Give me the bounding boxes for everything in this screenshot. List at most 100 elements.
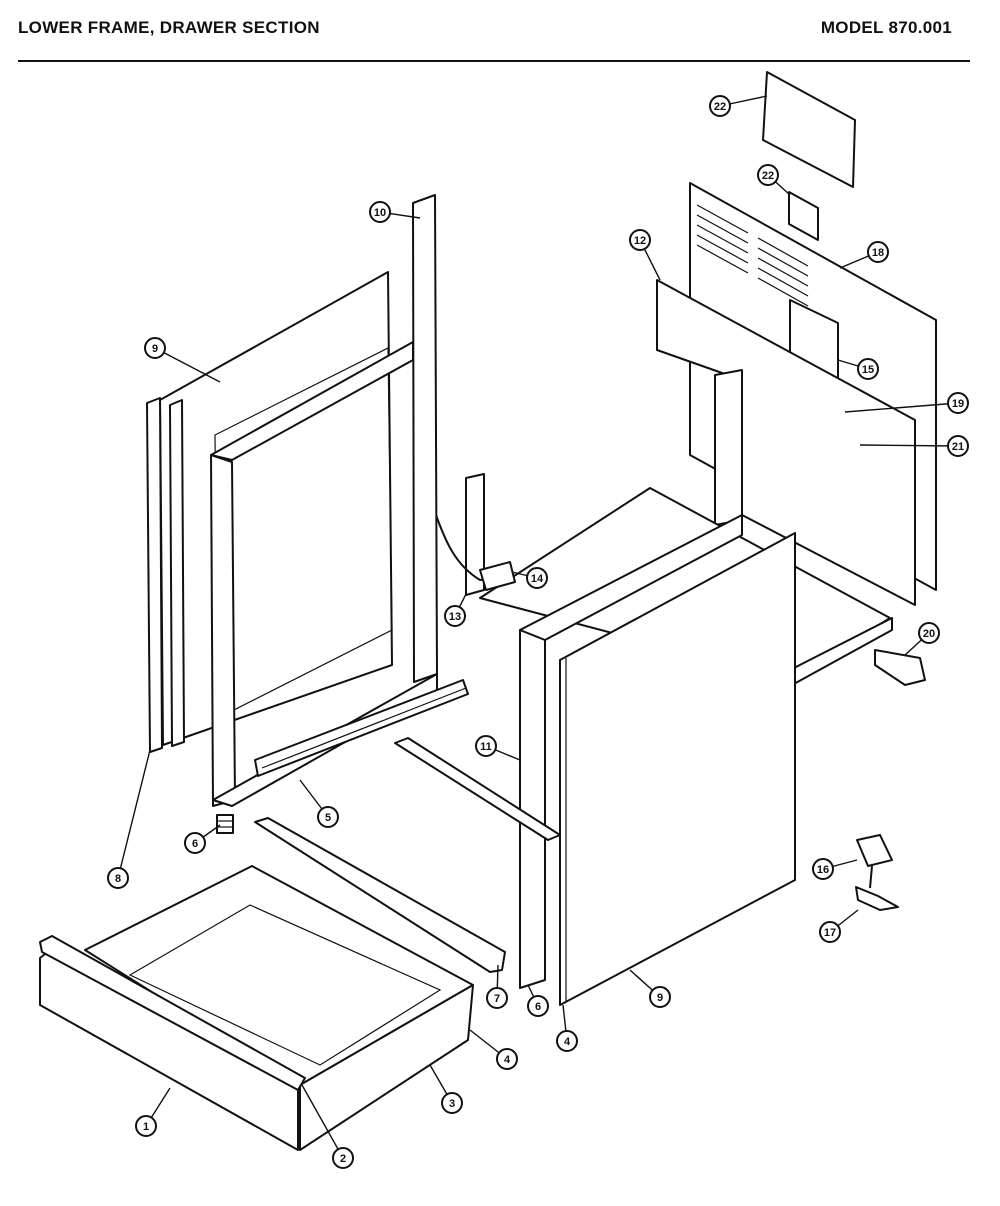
- left-rear-channel-inner: [169, 399, 185, 747]
- callout-c14: 14: [511, 567, 548, 589]
- callout-c18: 18: [839, 241, 889, 269]
- callout-number: 15: [862, 364, 874, 376]
- drawer-rail-front: [254, 817, 506, 973]
- leveling-bracket: [874, 649, 926, 686]
- callout-c3: 3: [429, 1064, 463, 1114]
- callout-c17: 17: [819, 909, 859, 943]
- callout-c9b: 9: [629, 969, 671, 1008]
- callout-number: 6: [535, 1001, 541, 1013]
- callout-number: 13: [449, 611, 461, 623]
- callout-number: 21: [952, 441, 964, 453]
- rating-plate: [762, 71, 856, 188]
- callout-c15: 15: [837, 358, 879, 380]
- callout-c5: 5: [299, 779, 339, 828]
- left-rear-channel: [146, 397, 163, 753]
- callout-circle: [709, 95, 731, 117]
- leveling-leg: [216, 814, 234, 834]
- callout-circle: [184, 832, 206, 854]
- callout-number: 19: [952, 398, 964, 410]
- callout-circle: [526, 567, 548, 589]
- callout-number: 2: [340, 1153, 346, 1165]
- callout-number: 8: [115, 873, 121, 885]
- drawer-assembly: [39, 865, 474, 1151]
- drawer-slide-left: [254, 679, 469, 777]
- callout-number: 10: [374, 207, 386, 219]
- callout-circle: [441, 1092, 463, 1114]
- callout-number: 11: [480, 741, 492, 753]
- callout-number: 1: [143, 1121, 149, 1133]
- callout-circle: [135, 1115, 157, 1137]
- callout-number: 18: [872, 247, 884, 259]
- callout-c6b: 6: [527, 984, 549, 1017]
- callout-c22b: 22: [757, 164, 791, 196]
- callout-number: 16: [817, 864, 829, 876]
- callout-circle: [649, 986, 671, 1008]
- callout-c9a: 9: [144, 337, 221, 383]
- callout-circle: [496, 1048, 518, 1070]
- callout-c13: 13: [444, 593, 467, 627]
- callout-circle: [857, 358, 879, 380]
- callout-c4b: 4: [556, 1004, 578, 1052]
- callout-circle: [556, 1030, 578, 1052]
- callout-circle: [486, 987, 508, 1009]
- right-front-post: [519, 514, 743, 1005]
- callout-circle: [444, 605, 466, 627]
- callout-circle: [629, 229, 651, 251]
- callout-c2: 2: [301, 1084, 354, 1169]
- callout-circle: [317, 806, 339, 828]
- callout-c10: 10: [369, 201, 421, 223]
- callout-c22a: 22: [709, 95, 768, 117]
- callout-number: 22: [762, 170, 774, 182]
- model-number: MODEL 870.001: [820, 18, 952, 37]
- callout-number: 22: [714, 101, 726, 113]
- callout-circle: [144, 337, 166, 359]
- callout-circle: [947, 392, 969, 414]
- callout-circle: [527, 995, 549, 1017]
- diagram-title: LOWER FRAME, DRAWER SECTION: [18, 18, 320, 37]
- callout-circle: [107, 867, 129, 889]
- callout-number: 17: [824, 927, 836, 939]
- callout-leader: [154, 347, 221, 383]
- callout-number: 9: [657, 992, 663, 1004]
- rating-label: [788, 191, 819, 241]
- callout-number: 14: [531, 573, 544, 585]
- callout-number: 12: [634, 235, 646, 247]
- callout-c7: 7: [486, 964, 508, 1009]
- callout-leader: [859, 444, 959, 447]
- callout-circle: [332, 1147, 354, 1169]
- callout-c20: 20: [904, 622, 940, 656]
- header-rule: [18, 60, 970, 62]
- callout-leader: [117, 749, 151, 879]
- callout-number: 9: [152, 343, 158, 355]
- callout-number: 4: [564, 1036, 571, 1048]
- callout-circle: [475, 735, 497, 757]
- callout-c4a: 4: [469, 1029, 518, 1070]
- callout-c19: 19: [844, 392, 969, 414]
- callout-c12: 12: [629, 229, 661, 281]
- callout-c6a: 6: [184, 824, 221, 854]
- callout-c16: 16: [812, 858, 858, 880]
- callout-c1: 1: [135, 1087, 171, 1137]
- callout-circle: [819, 921, 841, 943]
- drawer-rail-rear: [394, 737, 561, 841]
- callout-circle: [369, 201, 391, 223]
- callout-number: 20: [923, 628, 935, 640]
- callout-number: 5: [325, 812, 331, 824]
- callout-number: 6: [192, 838, 198, 850]
- callout-circle: [918, 622, 940, 644]
- callout-circle: [757, 164, 779, 186]
- callout-leader: [844, 402, 959, 413]
- side-panel-left: [159, 271, 393, 746]
- callout-c21: 21: [859, 435, 969, 457]
- callout-c11: 11: [475, 735, 521, 761]
- callout-circle: [812, 858, 834, 880]
- callout-number: 7: [494, 993, 500, 1005]
- door-handle-clip: [855, 834, 899, 911]
- callout-leader: [301, 1084, 344, 1159]
- callout-circle: [947, 435, 969, 457]
- hinge-bracket: [435, 473, 516, 596]
- callout-number: 4: [504, 1054, 511, 1066]
